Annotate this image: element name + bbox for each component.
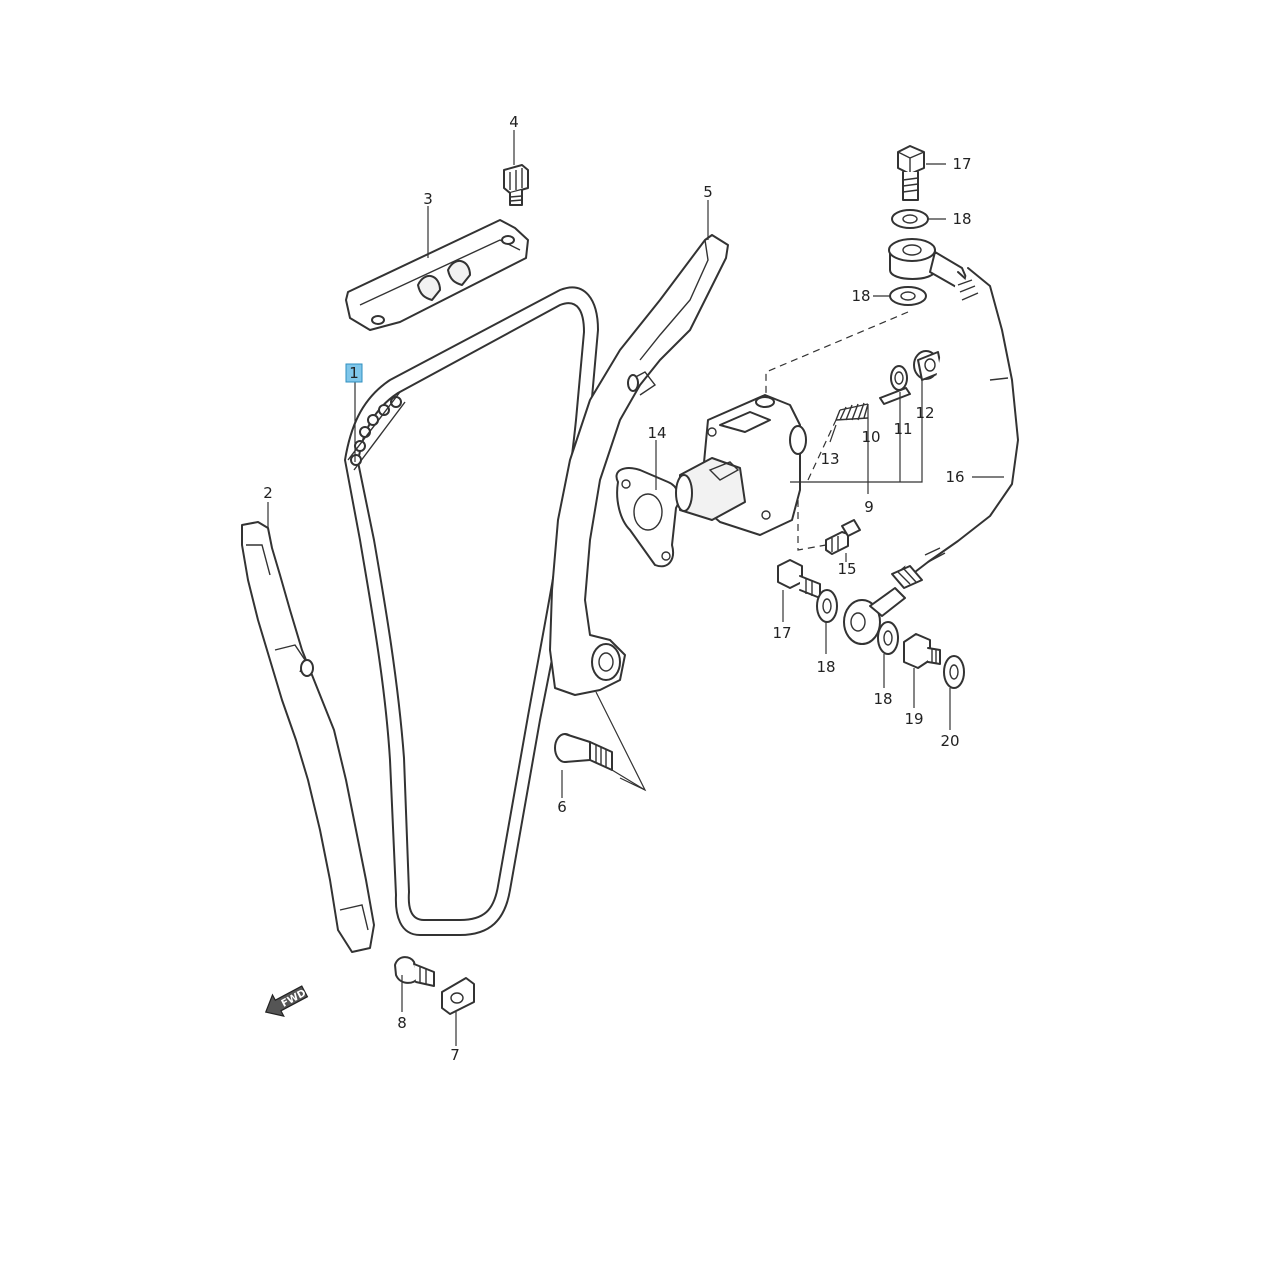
callout-labels: 1 2 3 4 5 6 7 8 9 10 11 12 13 14 15 16 1… [263, 113, 971, 1064]
callout-1[interactable]: 1 [349, 364, 359, 382]
part-chain-guide-top[interactable] [345, 219, 529, 331]
part-banjo-fitting-lower[interactable] [843, 587, 906, 645]
callout-4[interactable]: 4 [509, 113, 519, 131]
fwd-arrow-icon: FWD [264, 985, 309, 1017]
part-chain-guide-front[interactable] [241, 521, 375, 953]
part-washer-18-top[interactable] [891, 209, 929, 229]
part-bolt-17-lower[interactable] [777, 559, 821, 599]
callout-10[interactable]: 10 [861, 428, 880, 446]
callout-7[interactable]: 7 [450, 1046, 460, 1064]
callout-11[interactable]: 11 [893, 420, 912, 438]
callout-20[interactable]: 20 [940, 732, 959, 750]
callout-18-mid[interactable]: 18 [851, 287, 870, 305]
callout-15[interactable]: 15 [837, 560, 856, 578]
callout-18-top[interactable]: 18 [952, 210, 971, 228]
callout-16[interactable]: 16 [945, 468, 964, 486]
leader-6-bracket [611, 769, 646, 791]
callout-18-lower-a[interactable]: 18 [816, 658, 835, 676]
callout-3[interactable]: 3 [423, 190, 433, 208]
part-bolt-8[interactable] [394, 956, 435, 987]
callout-8[interactable]: 8 [397, 1014, 407, 1032]
highlight-box [345, 363, 363, 383]
callout-17-lower[interactable]: 17 [772, 624, 791, 642]
callout-5[interactable]: 5 [703, 183, 713, 201]
callout-14[interactable]: 14 [647, 424, 666, 442]
leader-lines [267, 130, 1004, 1046]
part-bolt-17-top[interactable] [897, 145, 925, 201]
dash-line-banjo-to-body [765, 311, 909, 395]
callout-13[interactable]: 13 [820, 450, 839, 468]
part-pivot-bolt[interactable] [554, 733, 613, 771]
part-washer-18-mid[interactable] [889, 286, 927, 306]
callout-9[interactable]: 9 [864, 498, 874, 516]
callout-18-lower-b[interactable]: 18 [873, 690, 892, 708]
part-bolt-4[interactable] [503, 164, 529, 206]
part-bolt-19[interactable] [903, 633, 941, 669]
callout-6[interactable]: 6 [557, 798, 567, 816]
part-cap-bolt[interactable] [913, 350, 943, 381]
callout-12[interactable]: 12 [915, 404, 934, 422]
part-bolt-15[interactable] [825, 519, 861, 555]
part-oil-hose[interactable] [891, 267, 1019, 589]
part-gasket[interactable] [615, 467, 680, 568]
dash-line-body-to-bolt15 [797, 500, 827, 551]
part-spring[interactable] [835, 402, 869, 421]
part-washer-18-lower-a[interactable] [816, 589, 838, 623]
callout-17-top[interactable]: 17 [952, 155, 971, 173]
callout-2[interactable]: 2 [263, 484, 273, 502]
part-banjo-fitting-top[interactable] [888, 238, 969, 289]
part-chain-guide-tensioner[interactable] [549, 234, 729, 696]
part-washer-11[interactable] [890, 365, 908, 391]
part-plate-7[interactable] [441, 977, 475, 1015]
part-washer-20[interactable] [943, 655, 965, 689]
part-washer-18-lower-b[interactable] [877, 621, 899, 655]
part-cam-chain[interactable] [344, 286, 599, 936]
chain-links-detail [347, 391, 406, 471]
part-pin[interactable] [879, 387, 911, 405]
part-tensioner-body[interactable] [675, 394, 807, 536]
callout-19[interactable]: 19 [904, 710, 923, 728]
